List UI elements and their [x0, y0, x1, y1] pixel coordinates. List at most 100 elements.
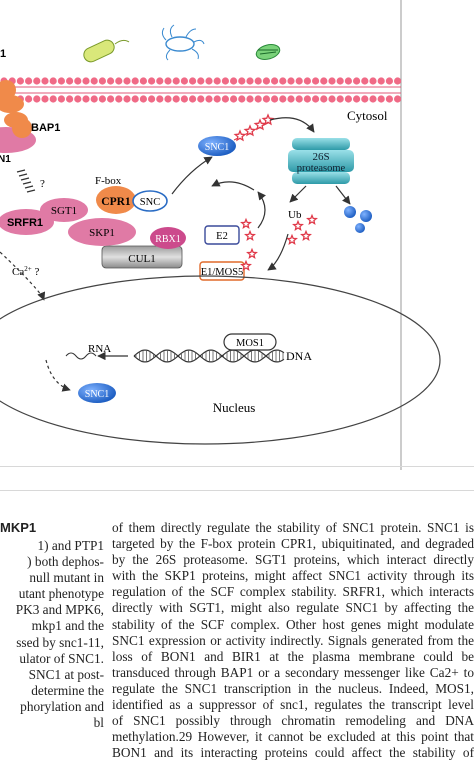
lipid-head: [115, 77, 123, 85]
snc1-nucleus: SNC1: [78, 383, 116, 403]
bon1-fragment-label: N1: [0, 154, 11, 165]
rna-strand: [65, 352, 97, 360]
left-line: utant phenotype: [18, 586, 104, 602]
lipid-head: [213, 77, 221, 85]
ubiquitin-star-icon: [261, 113, 275, 126]
lipid-head: [271, 77, 279, 85]
lipid-head: [246, 95, 254, 103]
lipid-head: [213, 95, 221, 103]
lipid-head: [344, 77, 352, 85]
lipid-head: [328, 95, 336, 103]
e1-mos5-label: E1/MOS5: [201, 267, 244, 278]
lipid-head: [221, 95, 229, 103]
left-cut-label: 1: [0, 48, 6, 60]
lipid-head: [115, 95, 123, 103]
cpr1-label: CPR1: [101, 196, 131, 208]
paragraph-line: directly with SGT1, might also regulate …: [112, 600, 474, 616]
left-line: ulator of SNC1.: [19, 650, 104, 666]
left-line: ) both dephos-: [27, 554, 104, 570]
lipid-head: [180, 77, 188, 85]
bacterium-icon: [83, 39, 130, 63]
lipid-head: [156, 77, 164, 85]
mos1-protein: MOS1: [223, 333, 277, 351]
lipid-head: [41, 95, 49, 103]
ubiquitin-star-icon: [233, 129, 247, 142]
left-line: bl: [93, 715, 104, 731]
lipid-head: [90, 95, 98, 103]
dna-label: DNA: [286, 349, 312, 363]
degradation-arrow: [269, 117, 315, 133]
paragraph-line: identified as a suppressor of snc1, regu…: [112, 697, 474, 713]
e2-protein: [204, 225, 240, 245]
lipid-head: [49, 77, 57, 85]
lipid-head: [205, 77, 213, 85]
lipid-head: [33, 77, 41, 85]
ubiquitination-cycle-arrow: [211, 178, 255, 191]
proteasome-26s-label: 26S: [312, 151, 329, 163]
lipid-head: [189, 95, 197, 103]
left-line: 1) and PTP1: [37, 538, 105, 553]
proteasome-26s: 26S proteasome: [288, 138, 354, 184]
lipid-head: [172, 95, 180, 103]
lipid-head: [25, 77, 33, 85]
lipid-head: [328, 77, 336, 85]
lipid-head: [139, 77, 147, 85]
paragraph-line: methylation.29 However, it cannot be exc…: [112, 729, 474, 745]
lipid-head: [262, 95, 270, 103]
question-mark: ?: [40, 178, 45, 190]
lipid-head: [172, 77, 180, 85]
lipid-head: [353, 95, 361, 103]
ub-recycle-arrow: [267, 233, 289, 271]
paragraph-line: loss of BON1 and BIR1 at the plasma memb…: [112, 648, 474, 664]
main-column-paragraph: of them directly regulate the stability …: [112, 520, 474, 761]
lipid-head: [336, 95, 344, 103]
ubiquitination-cycle-arrow-2: [257, 191, 266, 229]
figure-separator-bottom: [0, 490, 474, 491]
flagellated-bacterium-icon: [161, 24, 205, 61]
rbx1-protein: [150, 227, 186, 249]
inhibition-hatch: [16, 169, 36, 193]
cpr1-protein: [96, 186, 136, 214]
ubiquitin-star-icon: [253, 118, 267, 131]
lipid-head: [394, 95, 402, 103]
ubiquitin-chain-top: [233, 113, 275, 142]
lipid-head: [353, 77, 361, 85]
lipid-head: [107, 77, 115, 85]
pathway-figure: 1 BAP1 N1 ? Cytosol SNC1 26S proteasome …: [0, 0, 441, 470]
rna-label: RNA: [88, 343, 111, 355]
left-column-heading: MKP1: [0, 520, 37, 535]
lipid-head: [57, 77, 65, 85]
left-line: null mutant in: [29, 570, 104, 586]
lipid-head: [385, 77, 393, 85]
snc-label: SNC: [140, 197, 160, 208]
paragraph-line: with the SKP1 proteins, might affect SNC…: [112, 568, 474, 584]
lipid-head: [82, 95, 90, 103]
lipid-head: [377, 77, 385, 85]
left-line: mkp1 and the: [31, 618, 104, 634]
sgt1-label: SGT1: [51, 205, 77, 217]
lipid-head: [279, 95, 287, 103]
paragraph-line: stability of the SCF complex. Other host…: [112, 616, 474, 632]
plasma-membrane: [0, 77, 402, 103]
pathway-diagram: 1 BAP1 N1 ? Cytosol SNC1 26S proteasome …: [0, 0, 441, 470]
snc1-nucleus-label: SNC1: [85, 389, 109, 400]
peptide-release-arrow: [335, 185, 351, 205]
snc1-transfer-arrow: [171, 156, 213, 195]
lipid-head: [295, 95, 303, 103]
free-ubiquitin: [286, 213, 318, 245]
sgt1-protein: [40, 198, 88, 222]
lipid-head: [238, 77, 246, 85]
ubiquitin-star-icon: [300, 229, 312, 241]
lipid-head: [74, 77, 82, 85]
lipid-head: [320, 77, 328, 85]
lipid-head: [320, 95, 328, 103]
lipid-head: [279, 77, 287, 85]
paragraph-line: of them directly regulate the stability …: [112, 520, 474, 535]
skp1-label: SKP1: [89, 227, 115, 239]
lipid-head: [385, 95, 393, 103]
lipid-head: [41, 77, 49, 85]
lipid-head: [98, 77, 106, 85]
lipid-head: [254, 95, 262, 103]
paragraph-line: of SNC1 possibly through chromatin remod…: [112, 713, 474, 729]
paragraph-line: SNC1 expression or activity indirectly. …: [112, 632, 474, 648]
